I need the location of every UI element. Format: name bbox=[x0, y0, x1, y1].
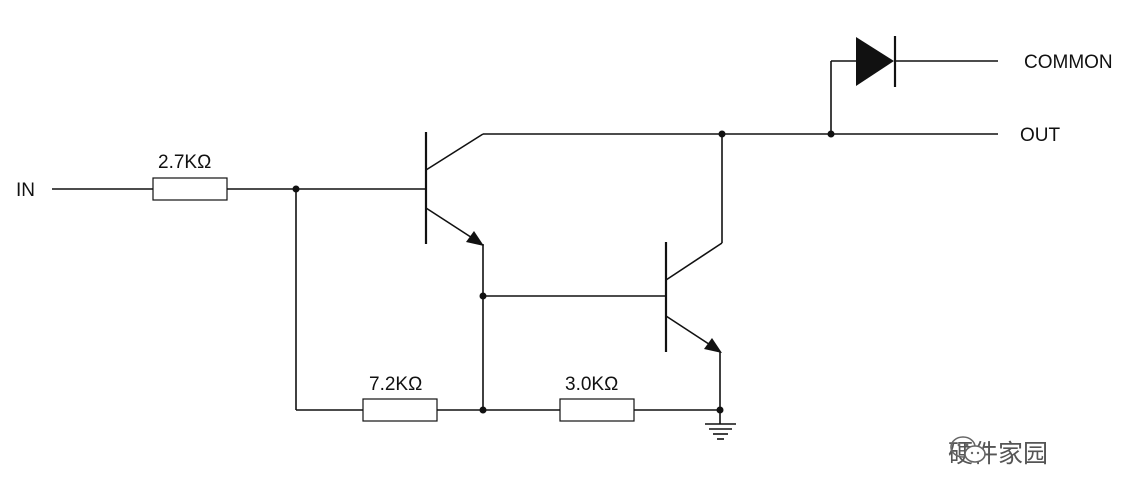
label-in: IN bbox=[16, 180, 35, 201]
wechat-icon bbox=[950, 436, 986, 463]
label-common: COMMON bbox=[1024, 52, 1113, 73]
label-r-in: 2.7KΩ bbox=[158, 152, 211, 173]
resistor-r-in bbox=[152, 177, 228, 201]
label-out: OUT bbox=[1020, 125, 1061, 146]
resistor-r-mid bbox=[362, 398, 438, 422]
q2-emitter-arrow bbox=[704, 338, 722, 353]
q1-collector bbox=[425, 133, 484, 171]
watermark: 硬件家园 bbox=[948, 434, 1048, 470]
q1-emitter-arrow bbox=[466, 231, 484, 246]
resistor-r-low bbox=[559, 398, 635, 422]
label-r-low: 3.0KΩ bbox=[565, 374, 618, 395]
label-r-mid: 7.2KΩ bbox=[369, 374, 422, 395]
diode-triangle bbox=[856, 37, 894, 86]
q2-collector bbox=[665, 242, 723, 281]
ground-symbol bbox=[705, 423, 736, 440]
